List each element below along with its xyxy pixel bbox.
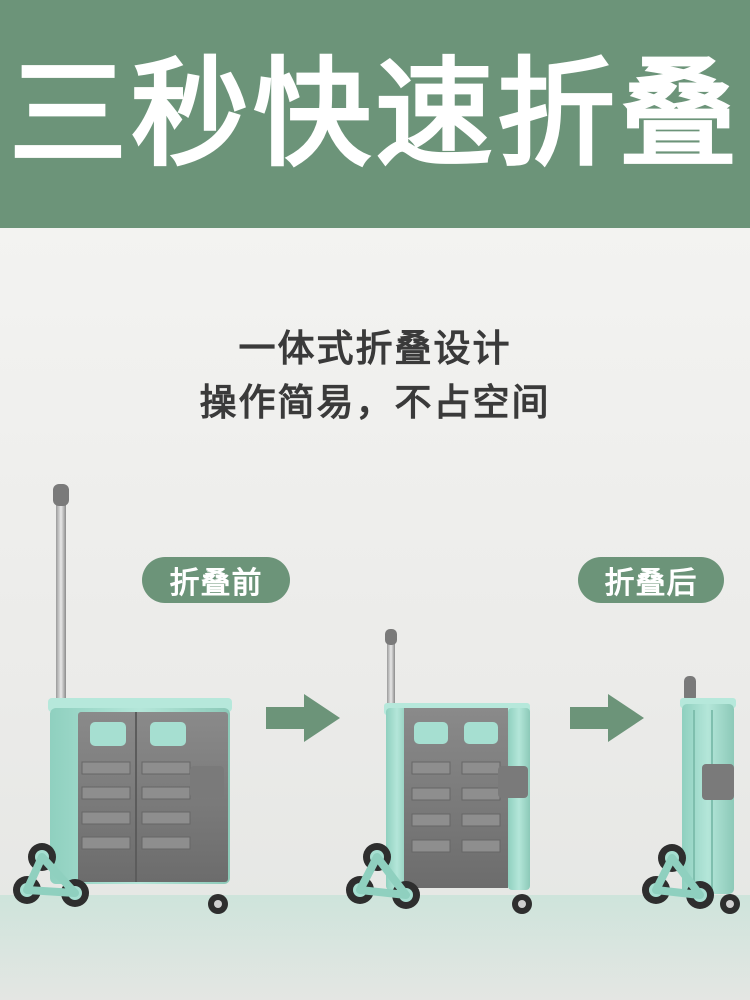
latch [702, 764, 734, 800]
arrow-right-icon [570, 694, 644, 742]
label-before-folding: 折叠前 [142, 557, 290, 603]
cart-folded [642, 676, 740, 914]
intro-line-1: 一体式折叠设计 [238, 327, 512, 370]
handle-pole [387, 640, 395, 710]
cart-half-folded [346, 629, 532, 914]
cart-unfolded [13, 484, 232, 914]
arrow-right-icon [266, 694, 340, 742]
handle-pole [56, 500, 66, 705]
handle-grip [53, 484, 69, 506]
title-banner: 三秒快速折叠 [0, 0, 750, 228]
latch [190, 766, 224, 798]
stair-wheel-cluster [13, 843, 89, 907]
latch [498, 766, 528, 798]
intro-line-2: 操作简易，不占空间 [199, 381, 551, 424]
label-after-folding: 折叠后 [578, 557, 724, 603]
handle-grip [684, 676, 696, 702]
floor-reflection [0, 895, 750, 1000]
handle-grip [385, 629, 397, 645]
stair-wheel-cluster [642, 844, 714, 909]
stair-wheel-cluster [346, 843, 420, 909]
banner-title: 三秒快速折叠 [8, 45, 741, 183]
